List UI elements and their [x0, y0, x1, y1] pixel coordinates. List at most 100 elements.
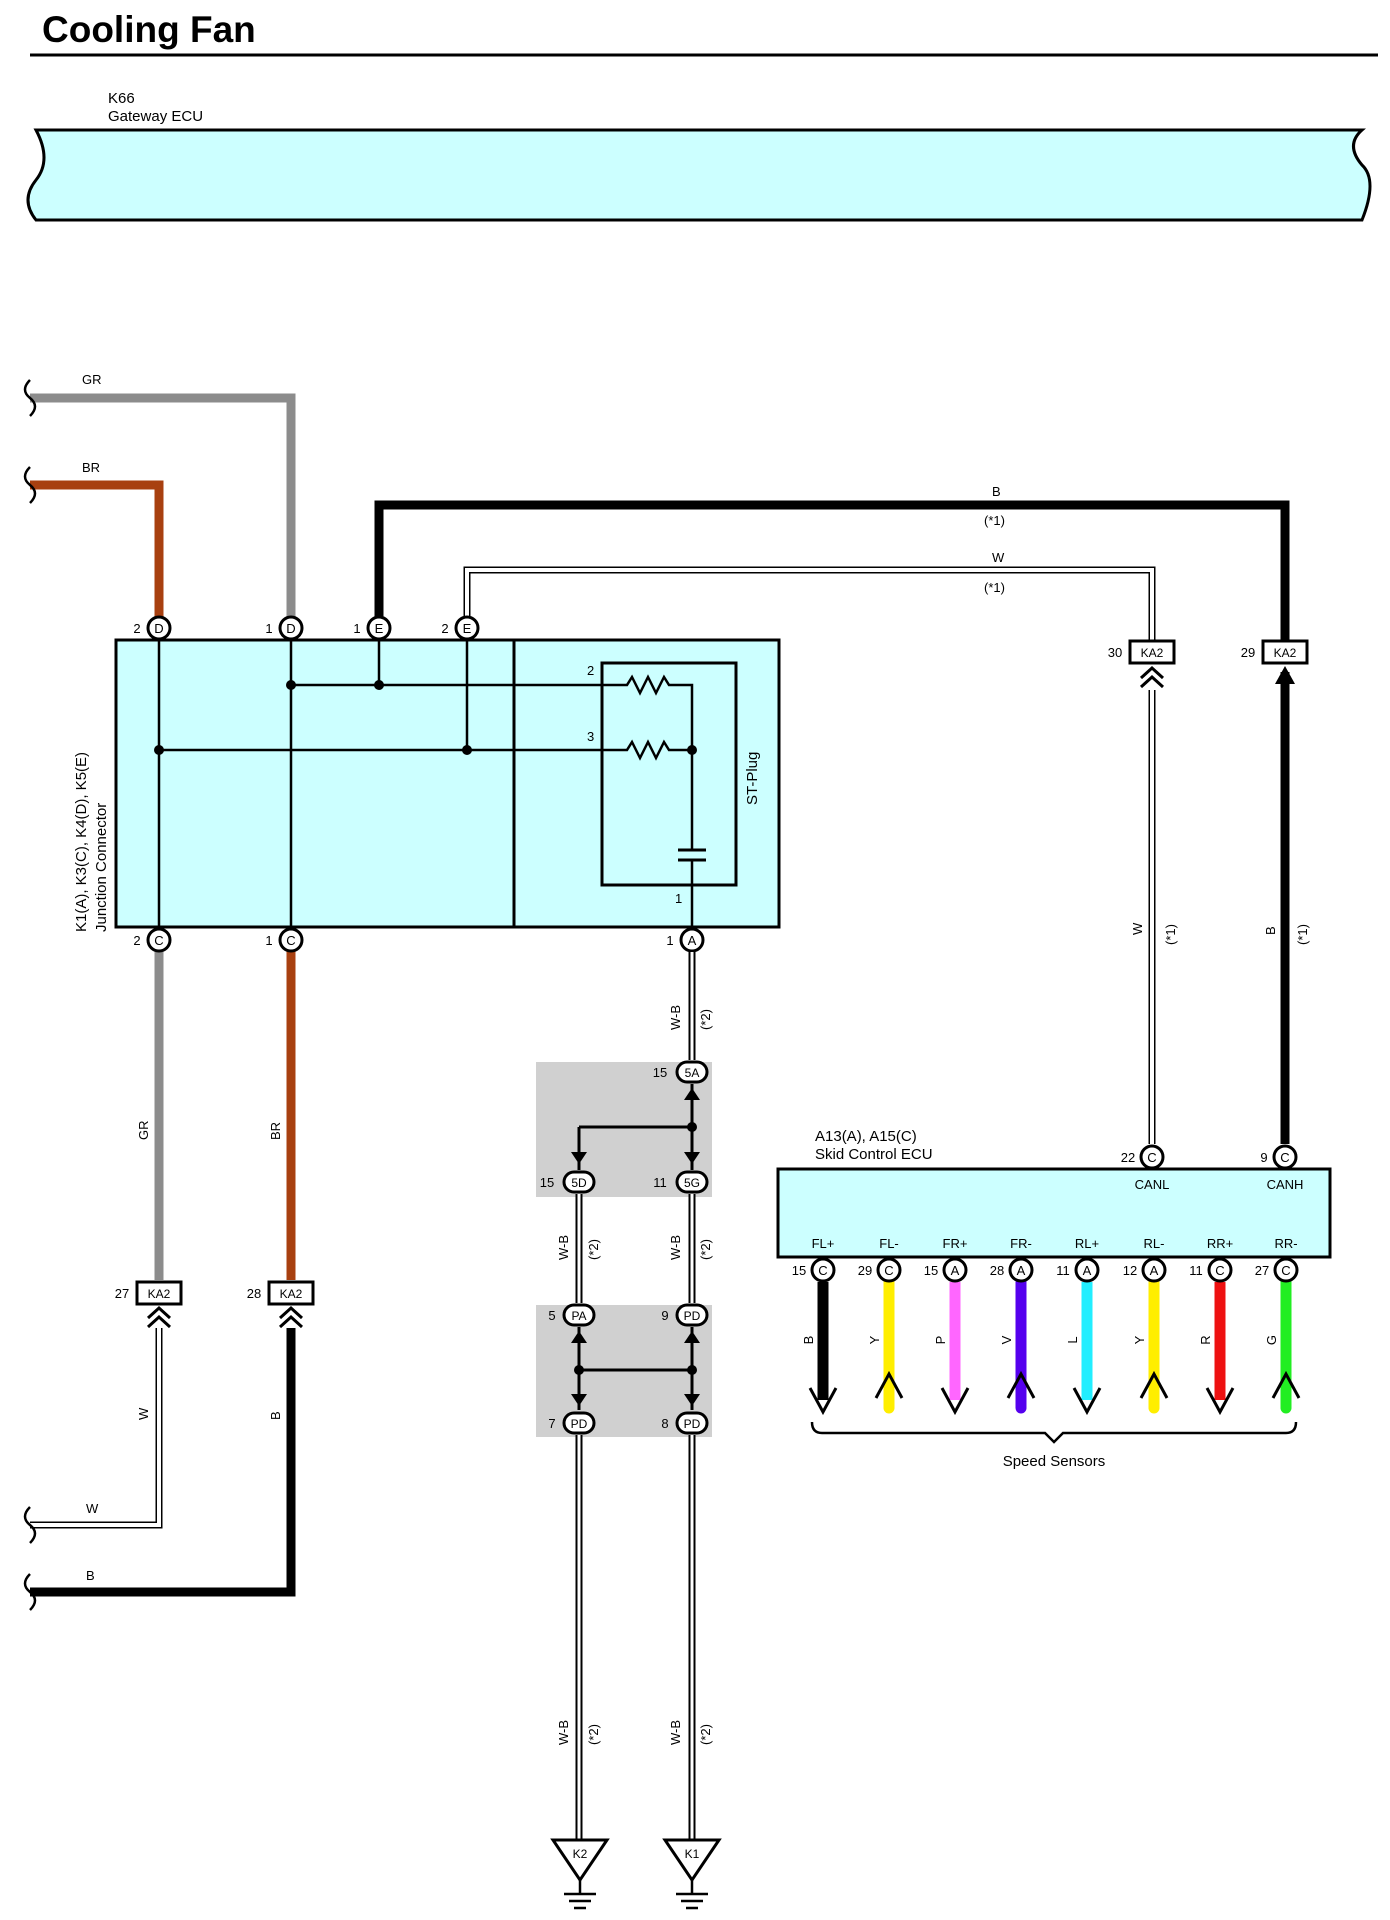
wire-note-w-can: (*1) — [1163, 924, 1178, 945]
svg-text:11: 11 — [653, 1175, 667, 1190]
break-br — [23, 466, 37, 504]
skid-canh: CANH — [1267, 1177, 1304, 1192]
junction-pin-2D: D 2 — [133, 615, 172, 641]
svg-text:15: 15 — [540, 1175, 554, 1190]
sensor-pin-label: FR- — [1010, 1236, 1032, 1251]
sensor-pin-number: 11 — [1189, 1263, 1203, 1278]
wire-label-b-can: B — [1263, 926, 1278, 935]
arrow-down-icon — [1205, 1387, 1235, 1416]
sensor-pin-number: 15 — [792, 1263, 806, 1278]
speed-sensor-pins: FL+C15BFL-C29YFR+A15PFR-A28VRL+A11LRL-A1… — [792, 1236, 1301, 1416]
sensor-pin-circle — [810, 1257, 836, 1283]
svg-text:27: 27 — [115, 1286, 129, 1301]
wire-note-wb-2: (*2) — [586, 1239, 601, 1260]
sensor-pin-number: 28 — [990, 1263, 1004, 1278]
sensor-pin-circle — [942, 1257, 968, 1283]
svg-text:D: D — [286, 621, 295, 636]
sensor-pin-circle — [1141, 1257, 1167, 1283]
svg-text:1: 1 — [666, 933, 673, 948]
svg-text:PA: PA — [571, 1309, 586, 1323]
wire-label-wb-2: W-B — [556, 1235, 571, 1260]
st-plug-label: ST-Plug — [744, 752, 761, 805]
svg-text:C: C — [1280, 1150, 1289, 1165]
resistor-icon — [615, 674, 694, 850]
wire-note-w-top: (*1) — [984, 580, 1005, 595]
svg-text:5G: 5G — [684, 1176, 700, 1190]
splice-PD-8: PD 8 — [661, 1411, 709, 1435]
wire-label-br-bottom: BR — [268, 1122, 283, 1140]
wire-note-b-can: (*1) — [1295, 924, 1310, 945]
junction-name: Junction Connector — [93, 803, 110, 932]
svg-text:KA2: KA2 — [148, 1287, 171, 1301]
ka2-connector-28: KA2 28 — [247, 1280, 315, 1329]
svg-text:PD: PD — [684, 1417, 701, 1431]
sensor-pin-label: RR+ — [1207, 1236, 1233, 1251]
svg-text:A: A — [688, 933, 697, 948]
sensor-pin-number: 27 — [1255, 1263, 1269, 1278]
sensor-pin-label: FR+ — [943, 1236, 968, 1251]
sensor-pin-circle — [876, 1257, 902, 1283]
junction-pin-1A: A 1 — [666, 927, 705, 953]
svg-text:KA2: KA2 — [1141, 646, 1164, 660]
svg-text:9: 9 — [1260, 1150, 1267, 1165]
wire-label-gr-bottom: GR — [136, 1121, 151, 1141]
sensor-pin-circle — [1074, 1257, 1100, 1283]
wire-label-br-top: BR — [82, 460, 100, 475]
skid-control-ecu-box — [776, 1167, 1332, 1259]
ka2-connector-27: KA2 27 — [115, 1280, 183, 1329]
sensor-pin-letter: A — [1083, 1263, 1092, 1278]
wire-note-wb-3: (*2) — [698, 1239, 713, 1260]
svg-text:5A: 5A — [685, 1066, 700, 1080]
wire-b-can — [374, 500, 1290, 652]
svg-text:15: 15 — [653, 1065, 667, 1080]
skid-pin-22C: C 22 — [1121, 1144, 1165, 1170]
ka2-connector-30: KA2 30 — [1108, 639, 1176, 689]
sensor-wire-code: R — [1198, 1335, 1213, 1344]
skid-codes: A13(A), A15(C) — [815, 1128, 917, 1145]
gateway-code: K66 — [108, 90, 135, 107]
svg-text:5D: 5D — [571, 1176, 587, 1190]
splice-PD-7: PD 7 — [548, 1411, 596, 1435]
svg-text:K1: K1 — [685, 1847, 700, 1861]
sensor-pin-letter: A — [1017, 1263, 1026, 1278]
skid-pin-9C: C 9 — [1260, 1144, 1298, 1170]
wire-b-bottom — [30, 1328, 296, 1597]
wire-note-b-top: (*1) — [984, 513, 1005, 528]
sensor-pin-circle — [1008, 1257, 1034, 1283]
splice-5D: 5D 15 — [540, 1170, 596, 1194]
sensor-pin-number: 15 — [924, 1263, 938, 1278]
wire-label-b-vert: B — [268, 1411, 283, 1420]
junction-pin-2C: C 2 — [133, 927, 172, 953]
sensor-pin-label: RL- — [1144, 1236, 1165, 1251]
sensor-pin-letter: A — [951, 1263, 960, 1278]
svg-text:7: 7 — [548, 1416, 555, 1431]
sensor-pin-letter: C — [1281, 1263, 1290, 1278]
arrow-up-icon — [1006, 1370, 1036, 1399]
ground-K1-icon: K1 — [662, 1838, 722, 1910]
speed-sensors-label: Speed Sensors — [1003, 1453, 1106, 1470]
svg-text:KA2: KA2 — [1274, 646, 1297, 660]
arrow-up-icon — [1271, 1370, 1301, 1399]
gateway-ecu-band — [26, 128, 1372, 222]
wire-label-w-vert: W — [136, 1407, 151, 1420]
wire-label-b-top: B — [992, 484, 1001, 499]
sensor-wire-code: B — [801, 1336, 816, 1345]
wire-note-wb-4: (*2) — [586, 1724, 601, 1745]
sensor-pin-letter: C — [818, 1263, 827, 1278]
break-gr — [23, 379, 37, 417]
svg-text:28: 28 — [247, 1286, 261, 1301]
sensor-pin-label: FL- — [879, 1236, 899, 1251]
splice-PD-9: PD 9 — [661, 1303, 709, 1327]
sensor-pin-label: RL+ — [1075, 1236, 1099, 1251]
junction-pin-1C: C 1 — [265, 927, 304, 953]
speed-sensors-bracket — [810, 1421, 1298, 1444]
svg-text:2: 2 — [441, 621, 448, 636]
wire-label-wb-4: W-B — [556, 1720, 571, 1745]
st-plug-pin2: 2 — [587, 663, 594, 678]
arrow-down-icon — [808, 1387, 838, 1416]
st-plug-pin1: 1 — [675, 891, 682, 906]
skid-canl: CANL — [1135, 1177, 1170, 1192]
